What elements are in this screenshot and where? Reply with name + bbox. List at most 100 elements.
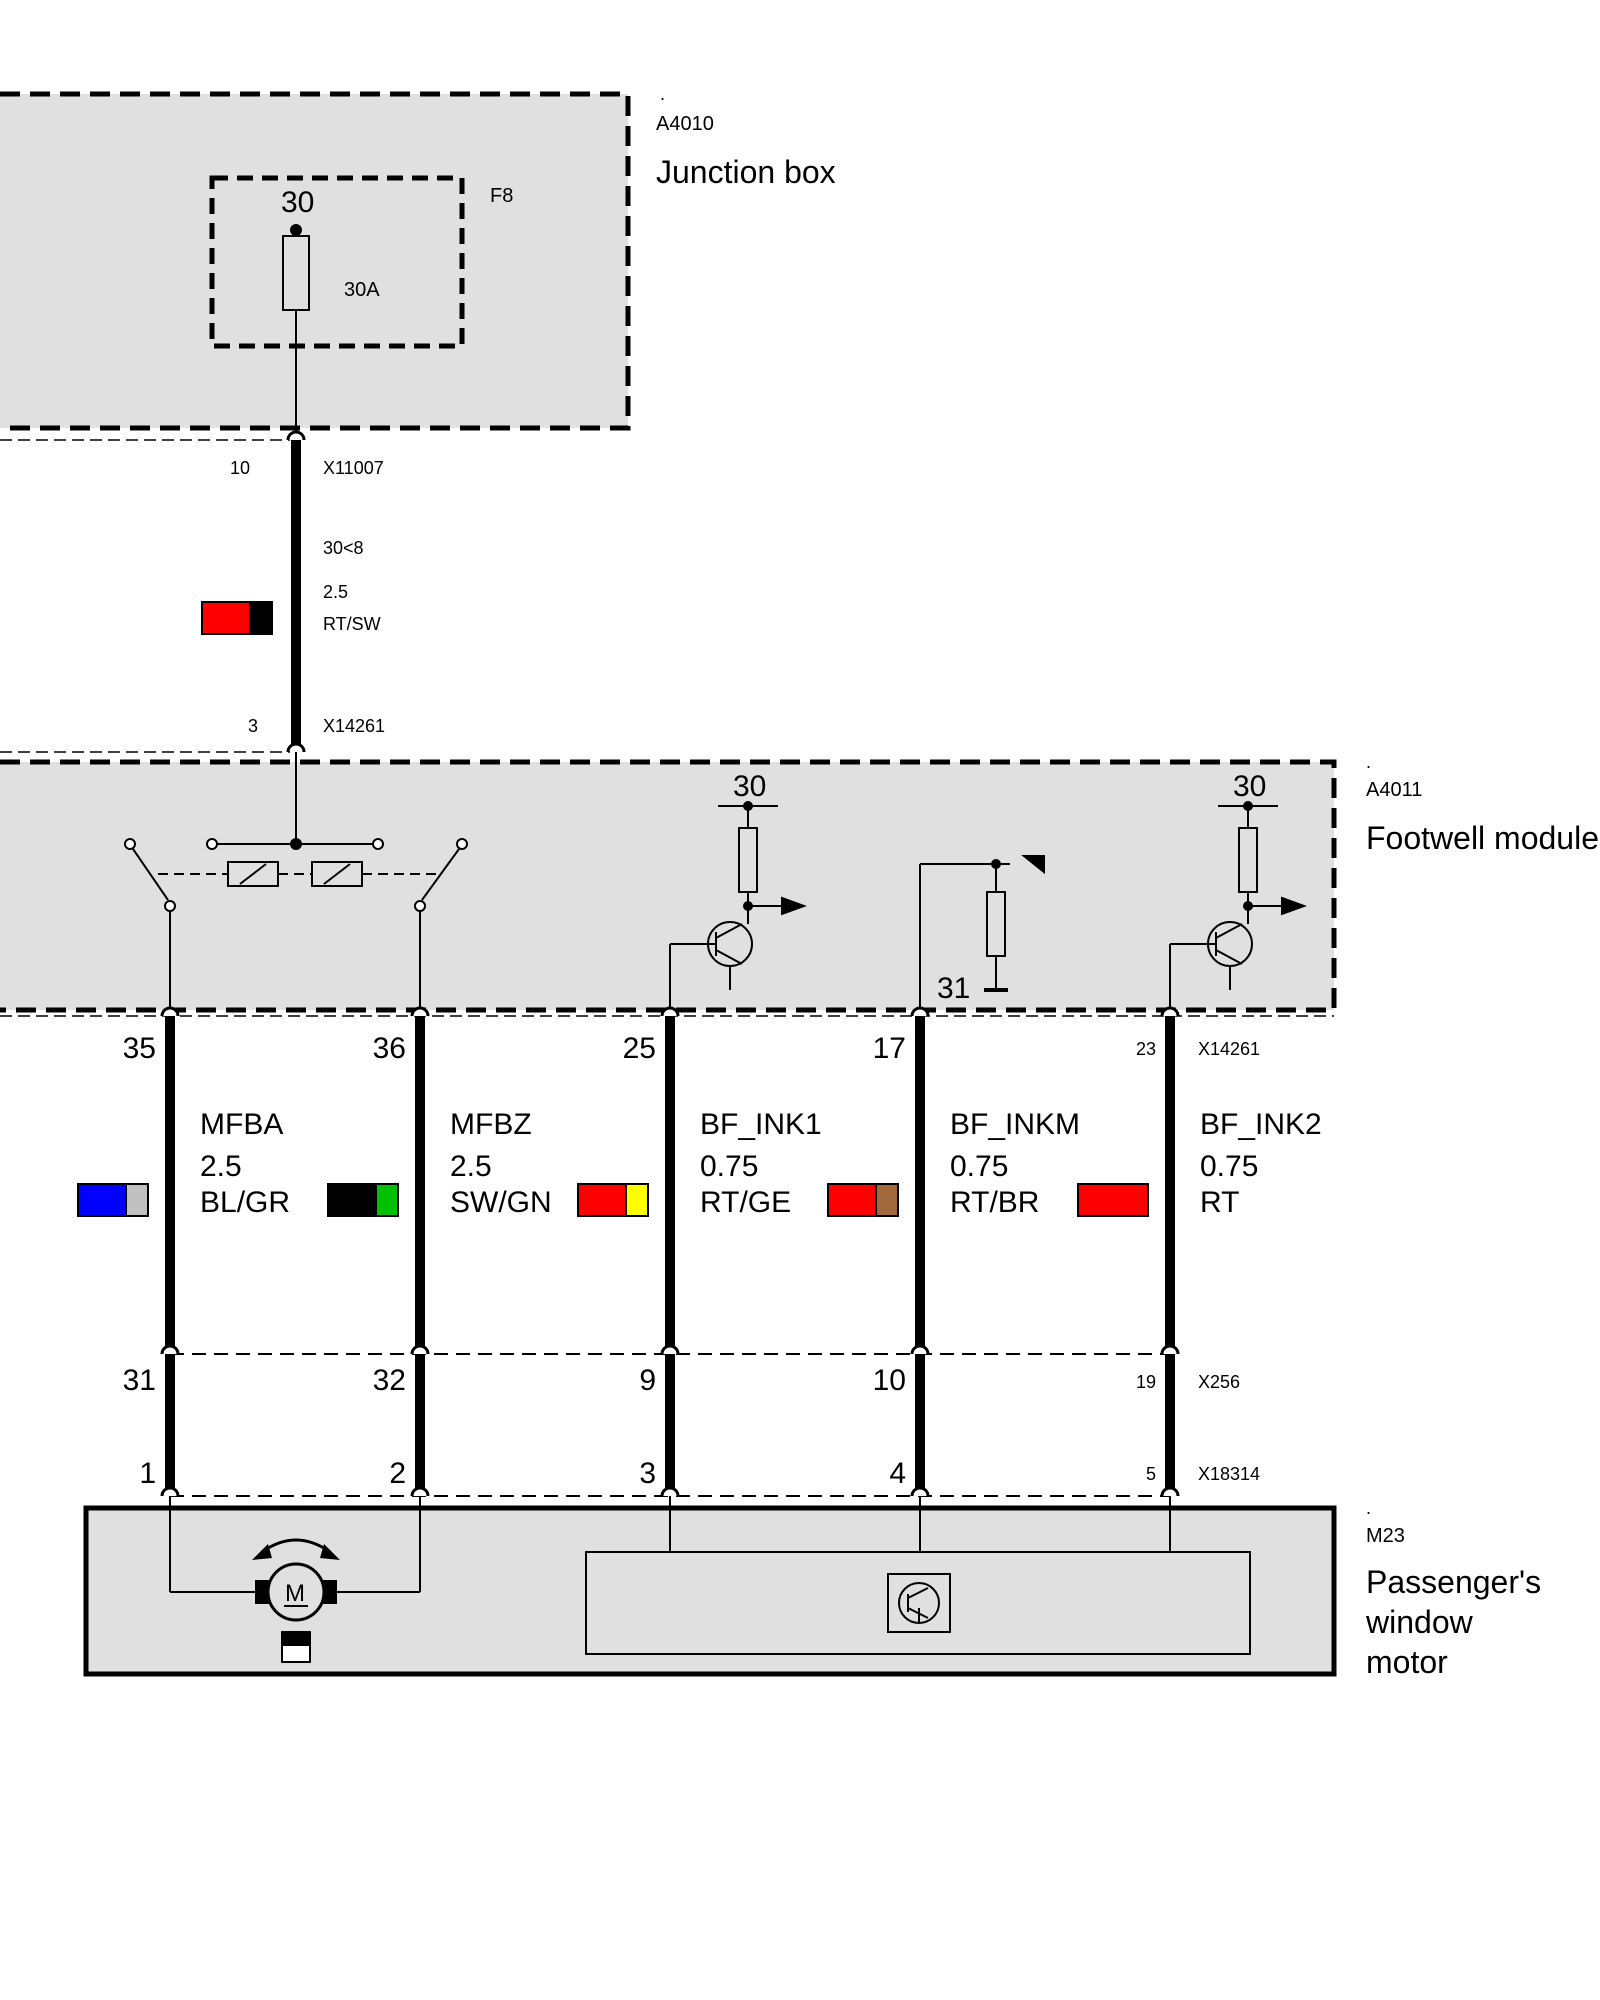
wire-mid-pin: 19 <box>1136 1372 1156 1392</box>
upper-wire-top-pin: 10 <box>230 458 250 478</box>
wire-gauge: 2.5 <box>450 1150 492 1183</box>
upper-wire-top-connector: X11007 <box>323 458 384 478</box>
transistor-2-icon <box>1169 801 1307 1016</box>
junction-box-title: Junction box <box>656 154 836 190</box>
wire-mid-pin: 32 <box>373 1364 406 1397</box>
wire-signal-name: BF_INK1 <box>700 1108 822 1141</box>
wire-bottom-pin: 2 <box>389 1457 406 1490</box>
wire-color-code: SW/GN <box>450 1186 552 1219</box>
bottom-connector-label: X18314 <box>1198 1464 1260 1484</box>
junction-box: . A4010 Junction box F8 30 30A <box>0 84 836 441</box>
upper-wire-bottom-connector: X14261 <box>323 716 385 736</box>
wire-mid-pin: 10 <box>873 1364 906 1397</box>
transistor-1-terminal: 30 <box>733 770 766 803</box>
wire-gauge: 0.75 <box>1200 1150 1258 1183</box>
footwell-module: 30 30 31 . A4011 Footwell module <box>0 751 1599 1016</box>
junction-box-ref: A4010 <box>656 113 714 135</box>
wire-mid-pin: 9 <box>639 1364 656 1397</box>
pin-socket <box>660 1006 680 1017</box>
upper-wire-gauge: 2.5 <box>323 582 348 602</box>
wire-signal-name: BF_INK2 <box>1200 1108 1322 1141</box>
wire-signal-name: MFBZ <box>450 1108 532 1141</box>
fuse-icon <box>282 235 310 311</box>
pin-socket <box>1160 1344 1180 1355</box>
fuse-terminal-label: 30 <box>281 186 314 219</box>
wire-color-code: RT/GE <box>700 1186 791 1219</box>
footwell-module-title: Footwell module <box>1366 820 1599 856</box>
wire-5 <box>1077 1006 1180 1497</box>
wire-color-swatch <box>327 1183 399 1217</box>
pin-socket <box>1160 1006 1180 1017</box>
motor-symbol: M <box>285 1580 305 1607</box>
wire-color-swatch <box>577 1183 649 1217</box>
wire-mid-pin: 31 <box>123 1364 156 1397</box>
motor-dot: . <box>1366 1498 1371 1518</box>
wire-1 <box>77 1006 180 1497</box>
window-motor: M . M23 Passenger's window motor <box>83 1496 1541 1680</box>
wire-bottom-pin: 4 <box>889 1457 906 1490</box>
footwell-module-ref: A4011 <box>1366 779 1422 801</box>
junction-box-dot: . <box>660 84 665 104</box>
wire-color-code: RT/BR <box>950 1186 1039 1219</box>
footwell-module-dot: . <box>1366 752 1371 772</box>
wire-gauge: 2.5 <box>200 1150 242 1183</box>
relay-switch-icon <box>124 752 468 1016</box>
wire-bottom-pin: 1 <box>139 1457 156 1490</box>
pin-socket <box>660 1344 680 1355</box>
ground-terminal: 31 <box>937 972 970 1005</box>
fuse-box <box>209 175 465 349</box>
pin-socket <box>910 1344 930 1355</box>
wire-color-swatch <box>827 1183 899 1217</box>
motor-icon: M <box>252 1538 340 1663</box>
wire-2 <box>327 1006 430 1497</box>
wire-top-pin: 36 <box>373 1032 406 1065</box>
mid-connector-label: X256 <box>1198 1372 1240 1392</box>
pin-socket <box>1160 1486 1180 1497</box>
wire-color-code: BL/GR <box>200 1186 290 1219</box>
hall-sensor-icon <box>887 1573 951 1633</box>
wire-gauge: 0.75 <box>700 1150 758 1183</box>
pin-socket <box>410 1344 430 1355</box>
top-connector-label: X14261 <box>1198 1039 1260 1059</box>
fuse-ref: F8 <box>490 185 513 207</box>
pin-socket <box>660 1486 680 1497</box>
pin-socket <box>160 1006 180 1017</box>
wire-3 <box>577 1006 680 1497</box>
upper-wire-color-code: RT/SW <box>323 614 381 634</box>
pin-socket <box>910 1006 930 1017</box>
upper-wire: 10 X11007 30<8 2.5 RT/SW 3 X14261 <box>201 430 385 753</box>
upper-wire-signal: 30<8 <box>323 538 364 558</box>
wire-top-pin: 25 <box>623 1032 656 1065</box>
fuse-terminal-dot <box>290 224 302 236</box>
wire-bottom-pin: 3 <box>639 1457 656 1490</box>
sense-resistor-icon <box>919 855 1045 1016</box>
transistor-1-icon <box>669 801 807 1016</box>
wire-gauge: 0.75 <box>950 1150 1008 1183</box>
wire-4 <box>827 1006 930 1497</box>
wire-color-swatch <box>77 1183 149 1217</box>
upper-wire-color-swatch <box>201 601 273 635</box>
upper-wire-bottom-pin: 3 <box>248 716 258 736</box>
wire-signal-name: BF_INKM <box>950 1108 1080 1141</box>
motor-ref: M23 <box>1366 1525 1405 1547</box>
pin-socket <box>910 1486 930 1497</box>
pin-socket <box>410 1486 430 1497</box>
wire-bundle: 35311MFBA2.5BL/GR36322MFBZ2.5SW/GN2593BF… <box>77 1006 1322 1497</box>
wire-top-pin: 35 <box>123 1032 156 1065</box>
motor-title-line3: motor <box>1366 1644 1448 1680</box>
wire-bottom-pin: 5 <box>1146 1464 1156 1484</box>
wire-top-pin: 17 <box>873 1032 906 1065</box>
wire-color-swatch <box>1077 1183 1149 1217</box>
fuse-rating: 30A <box>344 279 380 301</box>
wire-color-code: RT <box>1200 1186 1239 1219</box>
motor-title-line2: window <box>1365 1604 1474 1640</box>
pin-socket <box>410 1006 430 1017</box>
motor-title-line1: Passenger's <box>1366 1564 1541 1600</box>
motor-electronics-box <box>585 1551 1251 1655</box>
pin-socket <box>160 1486 180 1497</box>
wire-signal-name: MFBA <box>200 1108 283 1141</box>
pin-socket <box>160 1344 180 1355</box>
wire-top-pin: 23 <box>1136 1039 1156 1059</box>
transistor-2-terminal: 30 <box>1233 770 1266 803</box>
